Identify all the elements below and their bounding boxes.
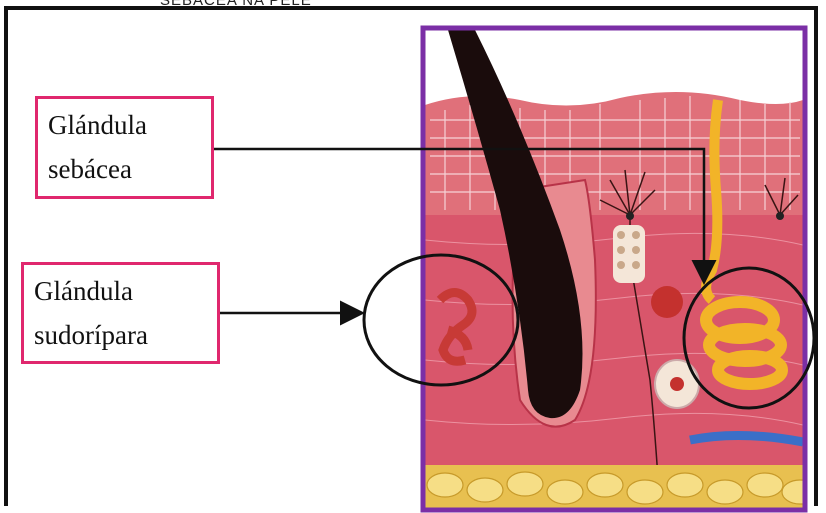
label-sebaceous-gland: Glándula sebácea	[35, 96, 214, 199]
label-sebaceous-line1: Glándula	[48, 103, 201, 147]
pacinian-corpuscle	[613, 225, 645, 283]
sebaceous-gland-shape	[651, 286, 683, 318]
label-sweat-line1: Glándula	[34, 269, 207, 313]
label-sebaceous-line2: sebácea	[48, 147, 201, 191]
label-sweat-gland: Glándula sudorípara	[21, 262, 220, 364]
label-sweat-line2: sudorípara	[34, 313, 207, 357]
